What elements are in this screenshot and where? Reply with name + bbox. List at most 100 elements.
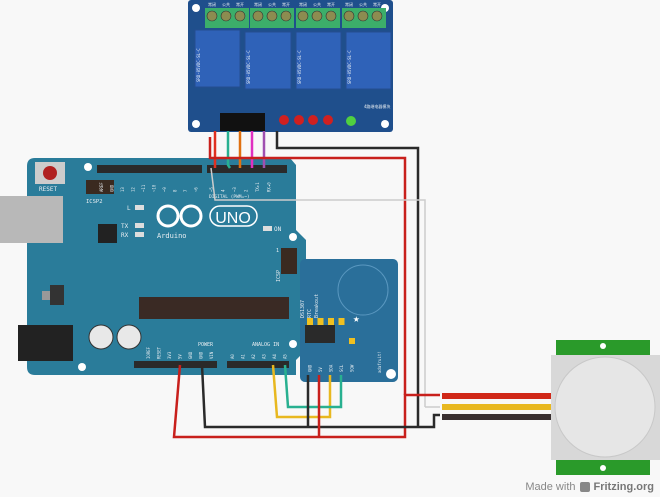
digital-pin-label: ~11 [141,184,146,192]
fritzing-link[interactable]: Fritzing.org [593,481,655,493]
icsp-header [281,248,297,274]
digital-pin-label: 8 [173,189,178,192]
usb-chip [98,224,117,243]
terminal-label: 常闭 [254,1,262,7]
relay-text: SRD-05VDC-SL-C [196,48,201,82]
digital-pin-label: 7 [183,189,188,192]
relays [194,29,392,90]
digital-pin-label: 2 [244,189,249,192]
relay-input-header [220,113,265,131]
icsp-label: ICSP [276,270,282,282]
analog-pin-label: A1 [241,354,246,359]
relay-text: SRD-05VDC-SL-C [347,50,352,84]
analog-pin-label: A0 [230,354,235,359]
digital-pin-label: 4 [221,189,226,192]
rtc-pin-pad [317,318,324,325]
rtc-title: DS1307 [300,300,306,318]
rtc-title: RTC [307,309,313,318]
top-header-right [207,165,287,173]
digital-pin-label: ~5 [209,187,214,192]
capacitor [88,324,114,350]
rtc-pin-pad [338,318,345,325]
analog-pin-label: A2 [251,354,256,359]
relay-leds [279,115,333,125]
digital-pin-label: 12 [131,187,136,192]
power-pin-label: 3V3 [167,351,172,359]
icsp-pin1: 1 [276,248,279,254]
fritzing-footer: Made with Fritzing.org [525,481,654,493]
terminal-label: 公共 [359,1,367,7]
pir-dome [554,356,656,458]
power-pin-label: GND [199,351,204,359]
rtc-pin-pad [328,318,334,325]
digital-label: DIGITAL (PWM=~) [209,194,250,200]
arduino-logo-icon [156,204,258,228]
power-pin-label: IOREF [146,346,151,359]
pir-sensor [551,340,660,475]
terminal-label: 常开 [282,1,290,7]
power-jack [18,325,73,361]
analog-label: ANALOG IN [252,342,279,348]
terminal-label: 常开 [236,1,244,7]
voltage-regulator [50,285,64,305]
on-label: ON [274,226,282,233]
digital-pin-label: ~6 [194,187,199,192]
logo-uno: UNO [215,210,251,227]
relay-text: SRD-05VDC-SL-C [297,50,302,84]
led-rx-label: RX [121,232,129,239]
logo-arduino: Arduino [157,232,187,240]
wires [172,131,553,439]
digital-pin-label: GND [110,184,115,192]
digital-pin-label: AREF [99,182,104,192]
terminal-label: 公共 [313,1,321,7]
terminal-label: 常闭 [345,1,353,7]
rtc-brand: adafruit! [377,351,382,373]
ds1307-chip [305,325,335,343]
relay-module-label: 4路继电器模块 [364,103,390,109]
terminal-label: 常闭 [299,1,307,7]
relay-module: 常闭 公共 常开 常闭 公共 常开 常闭 公共 常开 常闭 公共 常开 SRD-… [188,0,393,132]
terminal-label: 常闭 [208,1,216,7]
power-pin-label: GND [188,351,193,359]
analog-pin-label: A5 [283,354,288,359]
reset-label: RESET [39,186,57,193]
fritzing-logo-icon [579,482,590,492]
icsp2-label: ICSP2 [86,199,103,205]
rtc-pin-label: 5V [318,367,323,372]
digital-pin-label: ~9 [162,187,167,192]
power-pin-label: VIN [209,351,214,359]
led-l-label: L [127,205,131,212]
digital-pin-label: ~10 [152,184,157,192]
power-pin-label: RESET [157,346,162,359]
digital-pin-label: TX▸1 [255,182,260,192]
atmega-chip [139,297,289,319]
power-header [134,361,217,368]
usb-connector [0,196,63,243]
rtc-pin-pad [349,338,355,344]
terminal-label: 公共 [268,1,276,7]
terminal-label: 常开 [327,1,335,7]
made-with-text: Made with [525,481,576,493]
power-pin-label: 5V [178,354,183,359]
terminal-blocks: 常闭 公共 常开 常闭 公共 常开 常闭 公共 常开 常闭 公共 常开 [205,1,386,28]
rtc-pin-pad [307,318,313,325]
capacitor [116,324,142,350]
analog-header [227,361,289,368]
top-header-left [97,165,202,173]
led-tx-label: TX [121,223,129,230]
rtc-pin-label: GND [308,364,313,372]
terminal-label: 公共 [222,1,230,7]
digital-pin-label: ~3 [232,187,237,192]
rtc-title: Breakout [314,294,320,318]
analog-pin-label: A4 [272,354,277,359]
terminal-label: 常开 [373,1,381,7]
digital-pin-label: RX◂0 [267,182,272,192]
star-icon: ★ [353,312,360,325]
power-label: POWER [198,342,214,348]
relay-text: SRD-05VDC-SL-C [246,50,251,84]
rtc-pin-label: SQW [350,364,355,372]
